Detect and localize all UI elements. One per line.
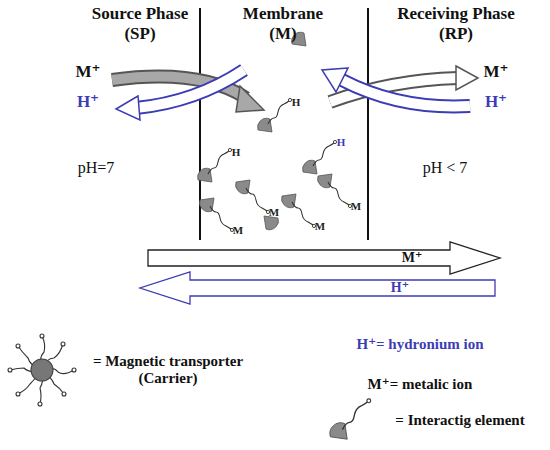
legend-text: H⁺= hydronium ion <box>356 336 483 353</box>
legend-text: = Interactig element <box>395 412 524 429</box>
membrane-wall <box>367 8 369 240</box>
phase-abbreviation: (M) <box>239 24 327 44</box>
ion-label: H⁺ <box>77 92 99 112</box>
proton-flux-arrow <box>140 272 495 304</box>
exchange-arrows <box>322 66 478 106</box>
binding-site-label: M <box>269 206 279 219</box>
phase-abbreviation: (RP) <box>393 24 519 44</box>
ion-label: M⁺ <box>402 250 423 266</box>
phase-name: Membrane <box>239 4 327 24</box>
metal-flux-arrow <box>148 242 500 274</box>
phase-region: Receiving Phase(RP) <box>393 4 519 44</box>
ph-label: pH < 7 <box>423 159 468 177</box>
binding-site-label: H <box>292 96 301 109</box>
binding-site-label: H <box>232 146 241 159</box>
phase-region: Membrane(M) <box>239 4 327 44</box>
ion-label: M⁺ <box>483 62 508 82</box>
ph-label: pH=7 <box>78 159 115 177</box>
phase-name: Source Phase <box>88 4 193 24</box>
interacting-element-icon <box>330 399 371 439</box>
phase-abbreviation: (SP) <box>88 24 193 44</box>
ion-label: H⁺ <box>391 280 409 296</box>
ion-label: H⁺ <box>485 92 507 112</box>
ion-label: M⁺ <box>75 62 100 82</box>
binding-site-label: M <box>315 220 325 233</box>
phase-name: Receiving Phase <box>393 4 519 24</box>
phase-region: Source Phase(SP) <box>88 4 193 44</box>
exchange-arrows <box>112 70 264 120</box>
carrier-icon <box>8 334 76 406</box>
legend-text: = Magnetic transporter (Carrier) <box>78 353 258 388</box>
legend-text: M⁺= metalic ion <box>368 376 473 393</box>
carrier-molecules <box>198 32 352 231</box>
binding-site-label: M <box>233 224 243 237</box>
binding-site-label: M <box>351 200 361 213</box>
binding-site-label: H <box>337 136 346 149</box>
